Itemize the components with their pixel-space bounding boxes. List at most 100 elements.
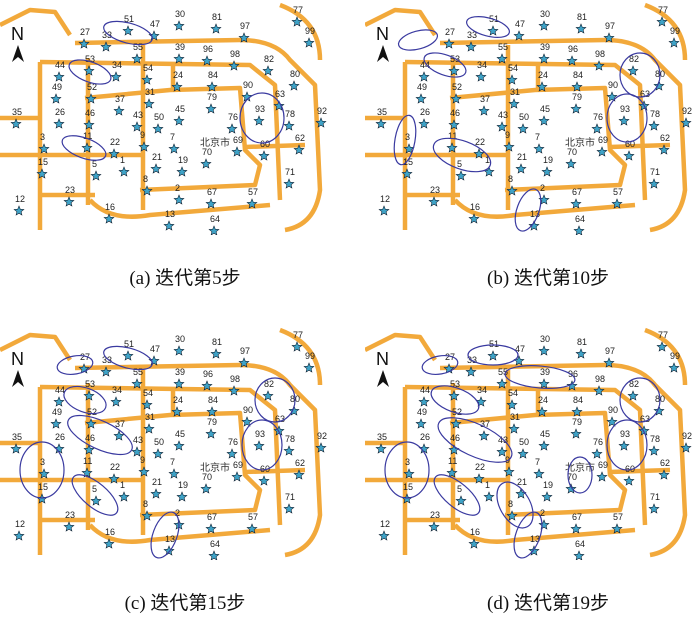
cluster-ellipse xyxy=(241,419,283,471)
station-label: 16 xyxy=(470,202,480,212)
station-star-icon xyxy=(648,120,660,131)
station-star-icon xyxy=(226,448,238,459)
station-star-icon xyxy=(85,93,97,104)
station-star-icon xyxy=(455,495,467,506)
station-label: 78 xyxy=(650,109,660,119)
station-star-icon xyxy=(38,143,50,154)
station-label: 23 xyxy=(430,510,440,520)
station-label: 77 xyxy=(293,330,303,340)
station-star-icon xyxy=(141,510,153,521)
station-label: 49 xyxy=(52,407,62,417)
station-label: 31 xyxy=(510,412,520,422)
station-label: 21 xyxy=(517,477,527,487)
station-label: 54 xyxy=(143,63,153,73)
station-label: 47 xyxy=(150,344,160,354)
station-label: 12 xyxy=(15,519,25,529)
cluster-ellipse xyxy=(504,365,576,389)
north-arrow-icon xyxy=(377,370,389,387)
station-label: 44 xyxy=(420,60,430,70)
station-label: 23 xyxy=(430,185,440,195)
station-star-icon xyxy=(131,121,143,132)
station-star-icon xyxy=(496,446,508,457)
station-label: 24 xyxy=(173,395,183,405)
station-label: 22 xyxy=(110,462,120,472)
station-label: 11 xyxy=(448,456,457,466)
station-star-icon xyxy=(246,523,258,534)
station-star-icon xyxy=(506,185,518,196)
station-label: 16 xyxy=(105,202,115,212)
cluster-ellipse xyxy=(63,385,107,415)
cluster-ellipse xyxy=(619,377,661,423)
cluster-ellipse xyxy=(254,377,296,423)
station-label: 90 xyxy=(243,405,253,415)
station-label: 99 xyxy=(305,26,315,36)
station-star-icon xyxy=(533,143,545,154)
station-star-icon xyxy=(173,20,185,31)
station-label: 63 xyxy=(275,89,285,99)
station-label: 51 xyxy=(124,339,134,349)
station-star-icon xyxy=(428,196,440,207)
station-star-icon xyxy=(496,121,508,132)
road xyxy=(644,2,688,61)
station-star-icon xyxy=(538,20,550,31)
station-label: 21 xyxy=(152,477,162,487)
station-star-icon xyxy=(10,118,22,129)
station-label: 16 xyxy=(470,527,480,537)
station-star-icon xyxy=(403,143,415,154)
station-label: 37 xyxy=(480,94,490,104)
station-star-icon xyxy=(538,345,550,356)
station-star-icon xyxy=(206,406,218,417)
station-star-icon xyxy=(415,418,427,429)
station-star-icon xyxy=(653,80,665,91)
station-label: 34 xyxy=(112,385,122,395)
road xyxy=(439,37,688,233)
station-star-icon xyxy=(591,123,603,134)
station-star-icon xyxy=(163,545,175,556)
station-label: 7 xyxy=(170,457,175,467)
station-star-icon xyxy=(570,428,582,439)
station-label: 55 xyxy=(133,367,143,377)
station-label: 44 xyxy=(55,385,65,395)
station-label: 70 xyxy=(202,147,212,157)
station-star-icon xyxy=(173,378,185,389)
cluster-ellipse xyxy=(423,52,467,78)
station-label: 35 xyxy=(12,107,22,117)
station-label: 21 xyxy=(152,152,162,162)
station-star-icon xyxy=(506,510,518,521)
station-star-icon xyxy=(596,146,608,157)
station-star-icon xyxy=(131,378,143,389)
station-label: 69 xyxy=(598,135,608,145)
station-star-icon xyxy=(81,467,93,478)
city-label: 北京市 xyxy=(200,461,230,474)
station-label: 67 xyxy=(207,187,217,197)
station-star-icon xyxy=(506,399,518,410)
station-star-icon xyxy=(110,71,122,82)
cluster-ellipse xyxy=(67,414,133,456)
station-label: 57 xyxy=(248,512,258,522)
station-label: 2 xyxy=(540,183,545,193)
station-star-icon xyxy=(536,406,548,417)
station-label: 64 xyxy=(575,539,585,549)
station-star-icon xyxy=(378,205,390,216)
station-label: 93 xyxy=(620,104,630,114)
station-star-icon xyxy=(293,469,305,480)
station-star-icon xyxy=(483,491,495,502)
station-star-icon xyxy=(152,448,164,459)
station-label: 78 xyxy=(285,434,295,444)
station-star-icon xyxy=(208,550,220,561)
station-star-icon xyxy=(571,406,583,417)
road xyxy=(644,327,688,386)
station-star-icon xyxy=(570,198,582,209)
station-label: 99 xyxy=(670,351,680,361)
station-star-icon xyxy=(226,123,238,134)
station-label: 52 xyxy=(87,82,97,92)
station-label: 45 xyxy=(175,104,185,114)
station-star-icon xyxy=(241,416,253,427)
station-label: 7 xyxy=(535,457,540,467)
station-label: 47 xyxy=(515,344,525,354)
station-label: 71 xyxy=(650,492,660,502)
station-star-icon xyxy=(83,65,95,76)
station-star-icon xyxy=(575,23,587,34)
station-label: 5 xyxy=(92,159,97,169)
